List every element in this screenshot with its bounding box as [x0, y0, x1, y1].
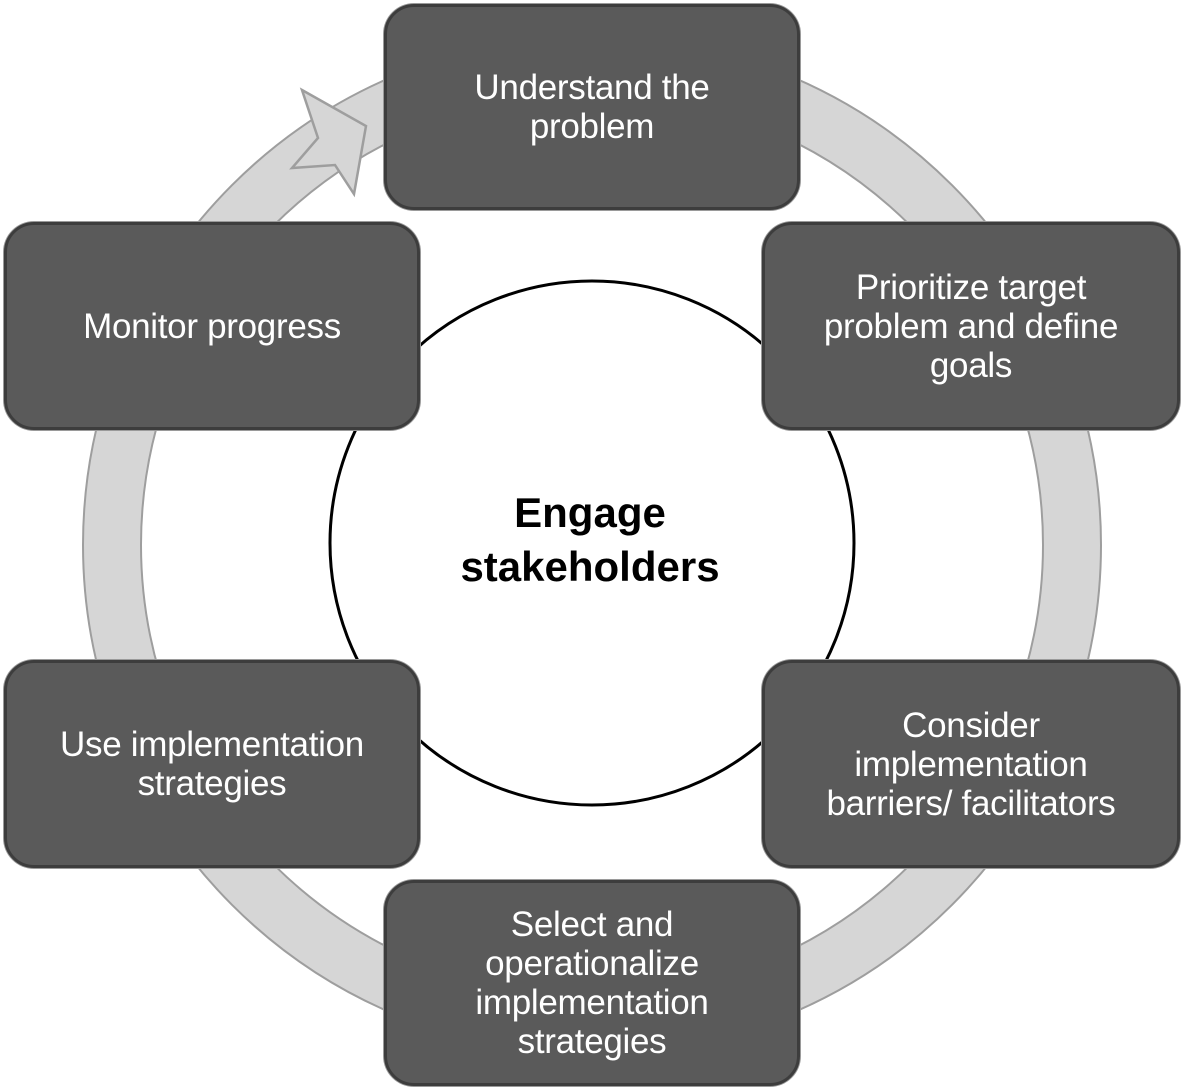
- step-label: Select and operationalize implementation…: [475, 905, 709, 1061]
- step-select-strategies: Select and operationalize implementation…: [384, 880, 800, 1086]
- step-consider-barriers: Consider implementation barriers/ facili…: [762, 660, 1180, 868]
- step-prioritize-target: Prioritize target problem and define goa…: [762, 222, 1180, 430]
- cycle-arrow-icon: [289, 87, 368, 198]
- step-label: Consider implementation barriers/ facili…: [826, 705, 1116, 823]
- step-label: Understand the problem: [474, 68, 710, 146]
- step-label: Prioritize target problem and define goa…: [823, 267, 1119, 385]
- step-understand-problem: Understand the problem: [384, 4, 800, 210]
- step-use-strategies: Use implementation strategies: [4, 660, 420, 868]
- step-label: Use implementation strategies: [60, 725, 364, 803]
- center-circle: [328, 279, 856, 807]
- step-monitor-progress: Monitor progress: [4, 222, 420, 430]
- center-label: Engage stakeholders: [460, 489, 720, 590]
- step-label: Monitor progress: [83, 306, 341, 346]
